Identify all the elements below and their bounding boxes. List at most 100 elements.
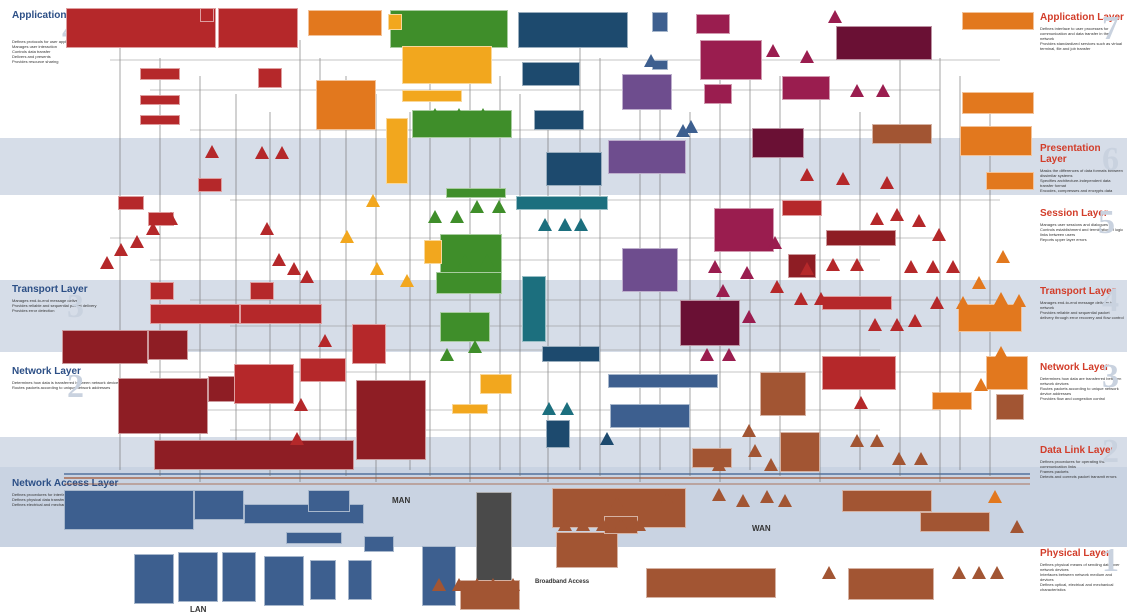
protocol-marker-icon bbox=[826, 258, 840, 271]
protocol-marker-icon bbox=[722, 348, 736, 361]
protocol-box bbox=[66, 8, 216, 48]
desc-line: Determines how data are transferred betw… bbox=[1040, 376, 1122, 386]
right-layer-5: Session Layer 5 Manages user sessions an… bbox=[1040, 204, 1124, 243]
desc-line: Defines electrical and mechanical specif… bbox=[12, 502, 97, 507]
protocol-box bbox=[310, 560, 336, 600]
protocol-box bbox=[356, 380, 426, 460]
protocol-box bbox=[148, 330, 188, 360]
protocol-box bbox=[782, 200, 822, 216]
layer-number: 6 bbox=[1102, 141, 1119, 178]
protocol-marker-icon bbox=[870, 434, 884, 447]
lan-label: LAN bbox=[190, 605, 207, 614]
protocol-box bbox=[516, 196, 608, 210]
protocol-marker-icon bbox=[290, 432, 304, 445]
protocol-marker-icon bbox=[300, 270, 314, 283]
protocol-marker-icon bbox=[558, 218, 572, 231]
protocol-marker-icon bbox=[370, 262, 384, 275]
protocol-box bbox=[780, 432, 820, 472]
protocol-box bbox=[62, 330, 148, 364]
protocol-marker-icon bbox=[822, 566, 836, 579]
protocol-marker-icon bbox=[1012, 294, 1026, 307]
protocol-marker-icon bbox=[972, 566, 986, 579]
desc-line: Defines procedures for operating the com… bbox=[1040, 459, 1105, 469]
protocol-marker-icon bbox=[644, 54, 658, 67]
protocol-marker-icon bbox=[458, 254, 472, 267]
protocol-box bbox=[194, 490, 244, 520]
layer-number: 3 bbox=[67, 288, 84, 325]
protocol-marker-icon bbox=[632, 518, 646, 531]
layer-number: 7 bbox=[1102, 10, 1119, 47]
desc-line: Masks the differences of data formats be… bbox=[1040, 168, 1123, 178]
protocol-marker-icon bbox=[914, 452, 928, 465]
protocol-marker-icon bbox=[318, 334, 332, 347]
protocol-marker-icon bbox=[956, 296, 970, 309]
man-label: MAN bbox=[392, 496, 411, 505]
protocol-box bbox=[386, 118, 408, 184]
protocol-box bbox=[140, 68, 180, 80]
protocol-marker-icon bbox=[574, 218, 588, 231]
protocol-box bbox=[608, 140, 686, 174]
protocol-marker-icon bbox=[974, 378, 988, 391]
protocol-marker-icon bbox=[272, 253, 286, 266]
protocol-marker-icon bbox=[700, 348, 714, 361]
right-layer-3: Network Layer 3 Determines how data are … bbox=[1040, 360, 1124, 402]
protocol-box bbox=[704, 84, 732, 104]
protocol-marker-icon bbox=[712, 458, 726, 471]
protocol-marker-icon bbox=[1010, 520, 1024, 533]
layer-number: 5 bbox=[1098, 204, 1115, 241]
layer-desc: Defines physical means of sending data o… bbox=[1040, 562, 1124, 592]
protocol-box bbox=[996, 394, 1024, 420]
layer-number: 2 bbox=[67, 368, 84, 405]
desc-line: Defines interface to user processes for … bbox=[1040, 26, 1110, 41]
desc-line: Encodes, compresses and encrypts data bbox=[1040, 188, 1113, 193]
protocol-marker-icon bbox=[988, 490, 1002, 503]
desc-line: Provides flow and congestion control bbox=[1040, 396, 1106, 401]
layer-title: Network Layer bbox=[12, 366, 81, 377]
protocol-box bbox=[308, 10, 382, 36]
desc-line: Determines how data is transferred betwe… bbox=[12, 380, 121, 385]
protocol-box bbox=[960, 126, 1032, 156]
protocol-box bbox=[842, 490, 932, 512]
protocol-marker-icon bbox=[164, 212, 178, 225]
protocol-marker-icon bbox=[287, 262, 301, 275]
protocol-marker-icon bbox=[716, 284, 730, 297]
layer-desc: Manages end-to-end message delivery in n… bbox=[1040, 300, 1124, 320]
protocol-marker-icon bbox=[440, 348, 454, 361]
protocol-marker-icon bbox=[990, 566, 1004, 579]
protocol-marker-icon bbox=[684, 120, 698, 133]
protocol-marker-icon bbox=[768, 236, 782, 249]
protocol-box bbox=[198, 178, 222, 192]
protocol-box bbox=[140, 95, 180, 105]
protocol-marker-icon bbox=[560, 402, 574, 415]
protocol-box bbox=[480, 374, 512, 394]
protocol-box bbox=[348, 560, 372, 600]
protocol-box bbox=[234, 364, 294, 404]
left-layer-network: Network Layer 2 Determines how data is t… bbox=[12, 366, 122, 404]
protocol-box bbox=[646, 568, 776, 598]
protocol-marker-icon bbox=[764, 458, 778, 471]
right-layer-1: Physical Layer 1 Defines physical means … bbox=[1040, 544, 1124, 593]
protocol-marker-icon bbox=[130, 235, 144, 248]
protocol-box bbox=[154, 440, 354, 470]
protocol-box bbox=[622, 248, 678, 292]
protocol-box bbox=[608, 374, 718, 388]
desc-line: Detects and corrects packet transmit err… bbox=[1040, 474, 1117, 479]
layer-title: Network Access Layer bbox=[12, 478, 119, 489]
desc-line: Manages user interaction bbox=[12, 44, 57, 49]
protocol-marker-icon bbox=[926, 260, 940, 273]
protocol-marker-icon bbox=[890, 208, 904, 221]
protocol-marker-icon bbox=[576, 518, 590, 531]
protocol-marker-icon bbox=[100, 256, 114, 269]
protocol-marker-icon bbox=[748, 444, 762, 457]
desc-line: Defines physical data transfer bbox=[12, 497, 65, 502]
protocol-marker-icon bbox=[366, 194, 380, 207]
protocol-marker-icon bbox=[146, 222, 160, 235]
protocol-marker-icon bbox=[255, 146, 269, 159]
layer-desc: Defines procedures for interfacing with … bbox=[12, 492, 122, 507]
layer-number: 1 bbox=[1102, 542, 1119, 579]
protocol-box bbox=[422, 546, 456, 606]
protocol-box bbox=[440, 312, 490, 342]
protocol-box bbox=[240, 304, 322, 324]
layer-title: Data Link Layer bbox=[1040, 445, 1115, 456]
protocol-marker-icon bbox=[340, 230, 354, 243]
